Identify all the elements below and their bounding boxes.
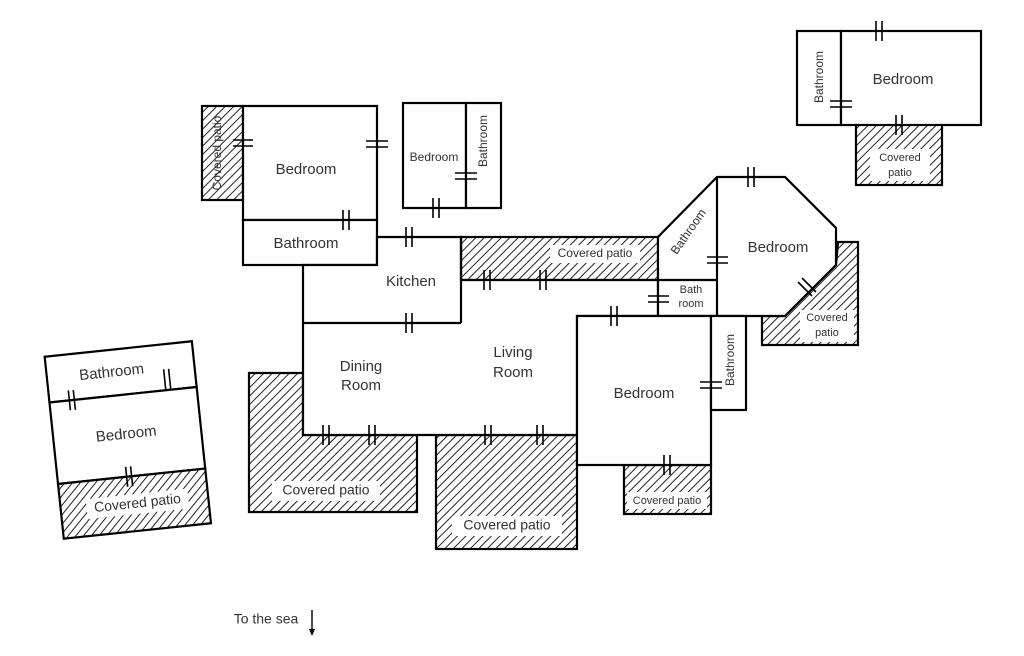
bedroom-w-label: Bedroom (95, 422, 157, 445)
covered-patio-ne-label-bg (870, 149, 930, 181)
covered-patio-oct-label-1: Covered (806, 312, 848, 324)
doors (233, 21, 903, 475)
covered-patio-oct-label-2: patio (815, 327, 839, 339)
bathroom-ne-label: Bathroom (812, 51, 826, 103)
bedroom-small (401, 101, 468, 210)
living-room-label-1: Living (493, 344, 532, 361)
door-w-2 (162, 369, 167, 390)
bedroom-small-label: Bedroom (410, 150, 459, 164)
door-w-1b (72, 389, 77, 410)
west-cottage: Bathroom Bedroom Covered patio (43, 340, 213, 540)
door-w-3b (129, 466, 134, 487)
covered-patio-living-label-bg (452, 516, 562, 536)
bedroom-se-label: Bedroom (614, 385, 675, 402)
bedroom-nw-label: Bedroom (276, 161, 337, 178)
covered-patio-se-label: Covered patio (633, 495, 702, 507)
bedroom-se (575, 314, 713, 467)
door-w-3 (124, 466, 129, 487)
covered-patio-oct-label-bg (800, 310, 854, 342)
to-the-sea-label: To the sea (234, 611, 299, 627)
door-w-1 (67, 390, 72, 411)
covered-patio-kitchen-label-bg (550, 245, 640, 263)
bathroom-ne (795, 29, 843, 127)
covered-patio-dining-label: Covered patio (282, 482, 369, 498)
bathroom-se (709, 314, 748, 412)
covered-patio-kitchen-label: Covered patio (558, 246, 633, 260)
dining-room-label-2: Room (341, 377, 381, 394)
covered-patio-living-label: Covered patio (463, 517, 550, 533)
covered-patio-nw-label: Covered patio (210, 115, 224, 190)
covered-patio-w-label-bg (85, 488, 190, 520)
bathroom-nw-label: Bathroom (273, 235, 338, 252)
bedroom-ne (839, 29, 983, 127)
octagon-wing (656, 175, 838, 318)
bathroom-small (464, 101, 503, 210)
bathroom-se-label: Bathroom (723, 334, 737, 386)
bedroom-ne-label: Bedroom (873, 71, 934, 88)
bedroom-oct-label: Bedroom (748, 239, 809, 256)
covered-patio-se-label-bg (627, 492, 707, 509)
kitchen-label: Kitchen (386, 273, 436, 290)
bath-room-label-1: Bath (680, 284, 703, 296)
living-room-label-2: Room (493, 364, 533, 381)
arrow-down-icon (309, 610, 315, 636)
dining-room-label-1: Dining (340, 358, 383, 375)
covered-patio-nw (200, 104, 245, 202)
bathroom-small-label: Bathroom (476, 115, 490, 167)
bath-room-label-2: room (678, 298, 703, 310)
door-w-2b (167, 368, 172, 389)
covered-patio-ne-label-1: Covered (879, 152, 921, 164)
covered-patio-dining-label-bg (272, 481, 380, 501)
bathroom-w-label: Bathroom (78, 360, 144, 384)
covered-patio-ne-label-2: patio (888, 167, 912, 179)
